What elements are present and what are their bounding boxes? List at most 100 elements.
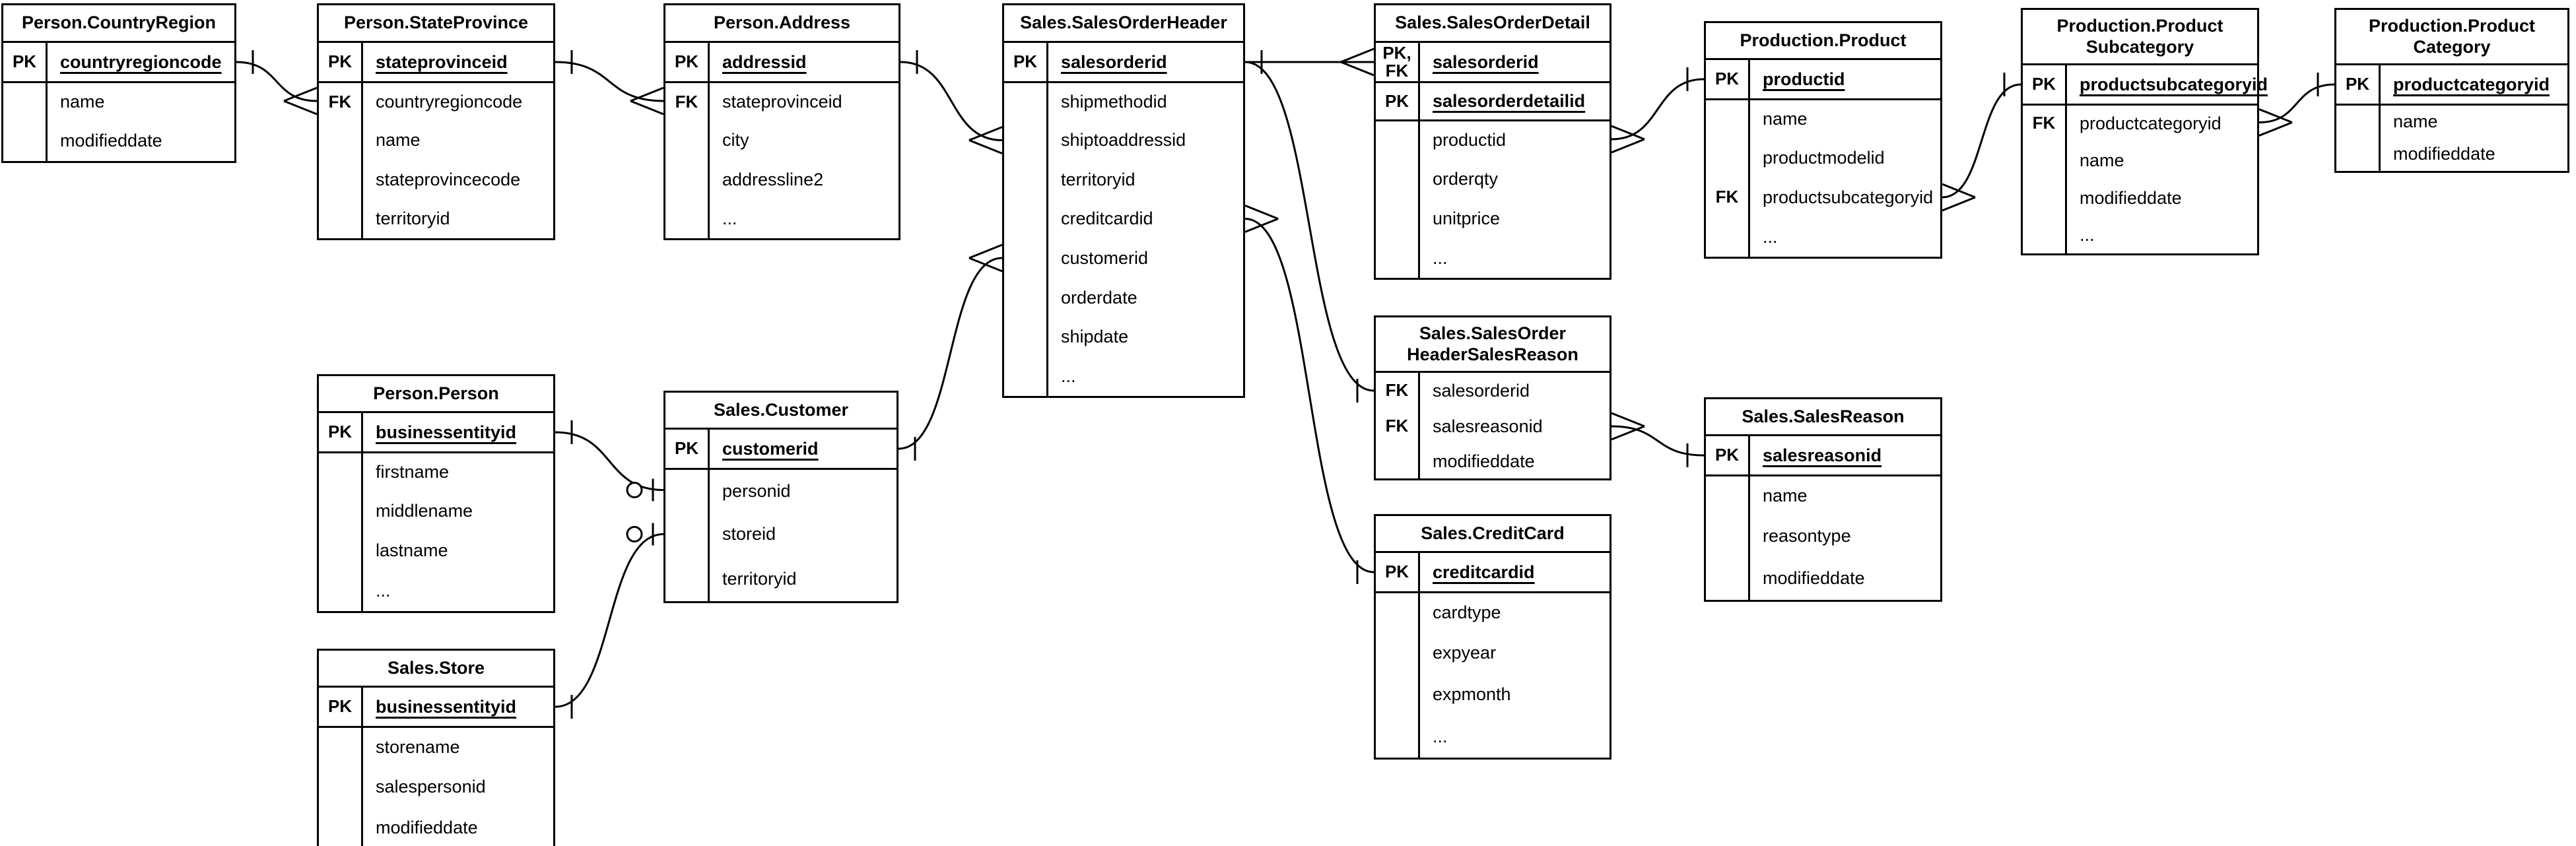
key-badge: PK, FK [1382, 42, 1411, 81]
table-row: territoryid [1004, 160, 1243, 199]
cardinality-marker [1942, 196, 1976, 212]
column-name: firstname [376, 462, 450, 482]
table-row: shipdate [1004, 317, 1243, 356]
entity-table-sales-order-detail[interactable]: Sales.SalesOrderDetail PK, FK salesorder… [1374, 3, 1611, 280]
table-row: ... [319, 570, 553, 611]
table-row: modifieddate [319, 807, 553, 846]
cardinality-marker [630, 100, 664, 115]
table-row: ... [665, 199, 898, 238]
table-row: FK productsubcategoryid [1706, 178, 1940, 217]
column-name: customerid [1061, 247, 1149, 268]
cardinality-marker [1611, 425, 1645, 441]
relationship-edge-product-product_subcategory[interactable] [1942, 83, 2021, 199]
relationship-edge-sales_order_header-sales_order_header_sales_reason[interactable] [1244, 61, 1374, 392]
relationship-edge-sales_order_detail-product[interactable] [1611, 78, 1705, 141]
entity-table-person[interactable]: Person.Person PK businessentityid firstn… [317, 374, 555, 613]
key-column-divider [708, 430, 710, 601]
entity-table-sales-order-header[interactable]: Sales.SalesOrderHeader PK salesorderid s… [1002, 3, 1245, 398]
table-row: PK countryregioncode [3, 43, 234, 81]
entity-table-product-subcategory[interactable]: Production.Product Subcategory PK produc… [2021, 8, 2268, 255]
column-name: addressline2 [722, 169, 824, 189]
relationship-edge-address-sales_order_header[interactable] [900, 61, 1003, 141]
table-row: name [1706, 474, 1940, 515]
table-rows: PK stateprovinceid FK countryregioncode … [319, 43, 553, 238]
column-name: productsubcategoryid [2080, 74, 2268, 94]
column-name: ... [1061, 366, 1076, 386]
column-name: ... [2080, 225, 2095, 245]
column-name: unitprice [1433, 208, 1501, 228]
relationship-edge-sales_order_header-credit_card[interactable] [1244, 218, 1374, 573]
entity-table-address[interactable]: Person.Address PK addressid FK stateprov… [663, 3, 900, 240]
table-title: Person.Address [665, 5, 898, 43]
key-badge: PK [2345, 74, 2370, 94]
column-name: name [1763, 486, 1808, 505]
key-badge: FK [1385, 416, 1409, 436]
entity-table-credit-card[interactable]: Sales.CreditCard PK creditcardid cardtyp… [1374, 514, 1611, 760]
table-title: Sales.CreditCard [1376, 516, 1610, 553]
table-row: PK productsubcategoryid [2023, 65, 2268, 104]
relationship-edge-store-customer[interactable] [555, 533, 664, 708]
table-row: middlename [319, 491, 553, 531]
entity-table-sales-reason[interactable]: Sales.SalesReason PK salesreasonid name … [1704, 397, 1942, 602]
table-row: PK productid [1706, 60, 1940, 98]
column-name: productid [1433, 130, 1507, 150]
table-title: Sales.Customer [665, 393, 897, 430]
table-title: Production.Product Subcategory [2023, 10, 2257, 65]
column-name: salesorderid [1433, 380, 1530, 401]
table-row: unitprice [1376, 199, 1610, 238]
column-name: ... [1433, 726, 1448, 746]
column-name: territoryid [1061, 169, 1135, 189]
table-row: FK salesorderid [1376, 373, 1610, 408]
column-name: name [1763, 109, 1808, 129]
table-row: PK customerid [665, 430, 897, 468]
entity-table-customer[interactable]: Sales.Customer PK customerid personid st… [663, 391, 898, 603]
table-row: customerid [1004, 238, 1243, 278]
table-row: cardtype [1376, 591, 1610, 632]
table-row: ... [1004, 356, 1243, 396]
table-row: FK salesreasonid [1376, 408, 1610, 444]
relationship-edge-person-customer[interactable] [555, 431, 664, 491]
table-rows: PK productsubcategoryid FK productcatego… [2023, 65, 2268, 253]
column-name: productmodelid [1763, 147, 1885, 168]
table-rows: PK businessentityid firstname middlename… [319, 413, 553, 611]
relationship-edge-product_subcategory-product_category[interactable] [2258, 83, 2335, 123]
table-row: name [319, 121, 553, 160]
zero-cardinality-circle [626, 526, 643, 542]
relationship-edge-customer-sales_order_header[interactable] [898, 257, 1003, 450]
column-name: shiptoaddressid [1061, 130, 1186, 150]
entity-table-product[interactable]: Production.Product PK productid name pro… [1704, 21, 1942, 259]
table-row: FK productcategoryid [2023, 104, 2257, 141]
column-name: stateprovinceid [376, 51, 508, 72]
key-column-divider [2379, 65, 2381, 171]
table-row: ... [2023, 217, 2257, 253]
entity-table-country-region[interactable]: Person.CountryRegion PK countryregioncod… [1, 3, 236, 163]
table-row: FK stateprovinceid [665, 81, 898, 121]
entity-table-store[interactable]: Sales.Store PK businessentityid storenam… [317, 649, 555, 846]
entity-table-product-category[interactable]: Production.Product Category PK productca… [2334, 8, 2569, 173]
key-badge: FK [1715, 187, 1739, 207]
column-name: salesorderid [1433, 51, 1539, 72]
relationship-edge-sales_order_header_sales_reason-sales_reason[interactable] [1611, 425, 1705, 457]
table-row: PK businessentityid [319, 688, 553, 726]
table-rows: PK productcategoryid name modifieddate [2336, 65, 2567, 171]
table-row: name [2023, 141, 2257, 179]
cardinality-marker [2258, 121, 2293, 137]
key-badge: PK [674, 438, 699, 459]
key-badge: PK [1714, 69, 1740, 89]
key-badge: PK [1384, 90, 1409, 111]
key-badge: PK [327, 422, 353, 442]
table-row: PK productcategoryid [2336, 65, 2567, 104]
relationship-edge-state_province-address[interactable] [555, 61, 664, 102]
table-rows: PK businessentityid storename salesperso… [319, 688, 553, 846]
column-name: creditcardid [1061, 209, 1153, 228]
column-name: productid [1763, 69, 1845, 89]
table-rows: PK, FK salesorderid PK salesorderdetaili… [1376, 43, 1610, 278]
key-column-divider [1418, 553, 1420, 758]
entity-table-sales-order-header-sales-reason[interactable]: Sales.SalesOrder HeaderSalesReason FK sa… [1374, 315, 1611, 480]
table-title: Sales.SalesOrder HeaderSalesReason [1376, 317, 1610, 373]
table-row: expyear [1376, 632, 1610, 674]
relationship-edge-country_region-state_province[interactable] [236, 61, 318, 102]
entity-table-state-province[interactable]: Person.StateProvince PK stateprovinceid … [317, 3, 555, 240]
key-badge: PK [1013, 51, 1038, 72]
